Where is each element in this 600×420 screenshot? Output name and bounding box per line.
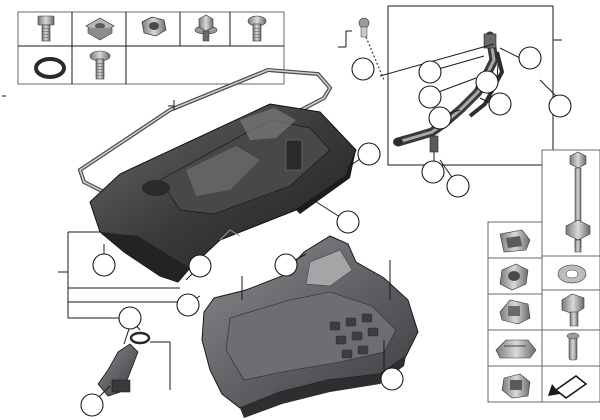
callout-1[interactable] xyxy=(351,57,375,81)
screw-washer-icon xyxy=(194,14,218,42)
oil-pan xyxy=(89,103,357,283)
callout-13[interactable] xyxy=(274,253,298,277)
callout-4[interactable] xyxy=(428,106,452,130)
spring-clip-icon xyxy=(495,339,537,359)
long-bolt-icon xyxy=(569,151,587,249)
bolt-icon xyxy=(37,15,55,42)
callout-10[interactable] xyxy=(421,160,445,184)
cable-clip-icon xyxy=(501,373,531,399)
callout-7[interactable] xyxy=(488,92,512,116)
hex-nut-icon xyxy=(141,16,167,37)
callout-5[interactable] xyxy=(518,46,542,70)
oil-level-sensor xyxy=(97,319,151,397)
oval-screw-icon xyxy=(89,50,111,80)
o-ring-icon xyxy=(34,57,66,79)
callout-18[interactable] xyxy=(80,393,104,417)
dipstick xyxy=(338,17,385,81)
flat-washer-icon xyxy=(557,264,587,284)
stud-bolt-icon xyxy=(565,219,591,253)
push-nut-icon xyxy=(499,299,531,325)
under-shield xyxy=(201,235,419,418)
callout-2[interactable] xyxy=(418,60,442,84)
callout-8[interactable] xyxy=(548,94,572,118)
clamp-icon xyxy=(499,263,529,291)
callout-3[interactable] xyxy=(418,85,442,109)
pin-icon xyxy=(566,332,580,361)
cage-nut-icon xyxy=(85,17,115,41)
callout-14[interactable] xyxy=(92,253,116,277)
hardware-table-side xyxy=(487,149,600,403)
callout-12[interactable] xyxy=(336,210,360,234)
torx-screw-icon xyxy=(247,15,267,42)
callout-15[interactable] xyxy=(188,254,212,278)
callout-17[interactable] xyxy=(118,306,142,330)
arrow-icon xyxy=(548,372,594,399)
hex-screw-icon xyxy=(561,293,585,327)
callout-9[interactable] xyxy=(357,142,381,166)
callout-16[interactable] xyxy=(176,293,200,317)
callout-11[interactable] xyxy=(446,174,470,198)
callouts xyxy=(80,46,572,417)
hardware-table-top xyxy=(17,11,285,85)
callout-19[interactable] xyxy=(380,367,404,391)
clip-icon xyxy=(499,229,531,253)
callout-6[interactable] xyxy=(475,70,499,94)
